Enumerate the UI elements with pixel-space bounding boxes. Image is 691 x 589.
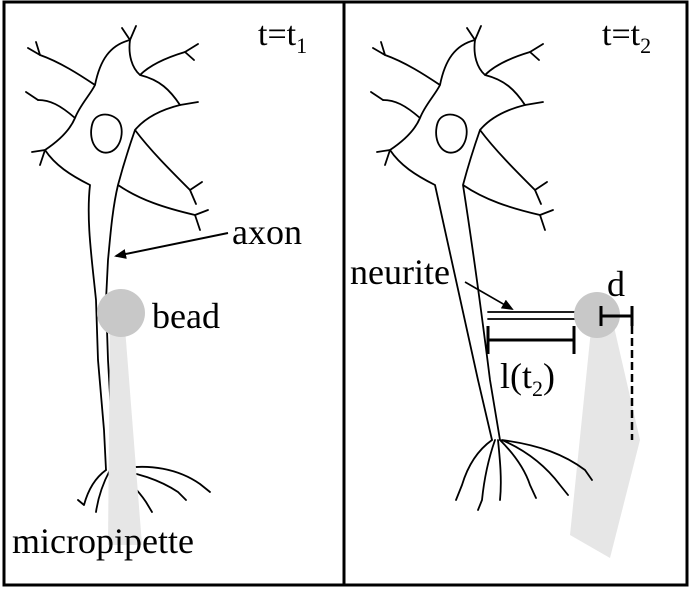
neurite-label: neurite [350,252,450,292]
neuron-right [370,25,593,511]
length-label: l(t2) [500,356,555,401]
panel-left-frame [2,0,346,587]
axon-arrow [114,232,229,259]
bead-right [574,292,620,338]
bead-label: bead [152,296,220,336]
bead-left [97,289,145,337]
micropipette-left [108,315,142,545]
time-label-right: t=t2 [602,16,651,58]
panel-left: t=t1 axon bead micropipette [2,0,346,587]
neuron-left [25,25,211,516]
displacement-marker [599,306,634,326]
micropipette-right [570,318,640,558]
micropipette-label: micropipette [12,521,194,561]
d-label: d [607,264,625,304]
panel-right-frame [342,0,689,587]
time-label-left: t=t1 [258,16,307,58]
length-scale-bar [486,326,576,354]
neurite-arrow [464,281,514,310]
panel-right: t=t2 neurite d l(t2) [342,0,689,587]
axon-label: axon [232,212,302,252]
